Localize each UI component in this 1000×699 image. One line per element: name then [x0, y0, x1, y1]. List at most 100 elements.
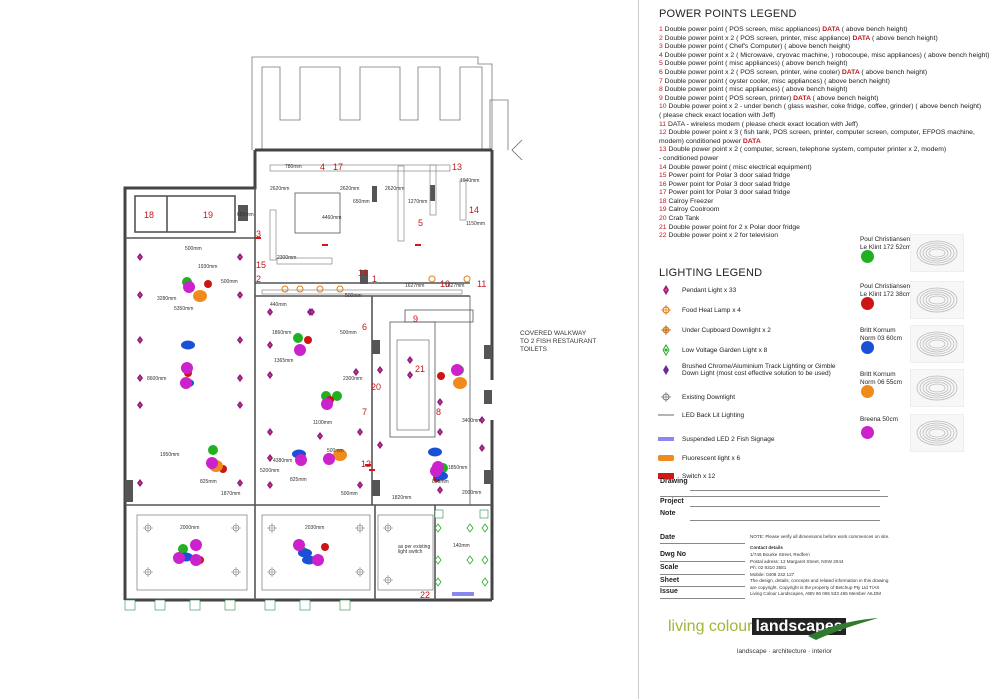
power-legend-item: 3 Double power point ( Chef's Computer) … [659, 43, 850, 51]
dimension-label: 8600mm [147, 376, 166, 382]
power-legend-item: 19 Calroy Coolroom [659, 206, 720, 214]
lamp-green [178, 544, 188, 554]
dimension-label: 1850mm [448, 465, 467, 471]
pendant-icon [267, 481, 273, 489]
track-light-icon [663, 365, 669, 375]
tv-signage-bar [452, 592, 474, 596]
contact-line: 1/746 Bourke Street, Redfern [750, 552, 810, 557]
dimension-label: 1100mm [313, 420, 332, 426]
switch-icon [658, 473, 674, 479]
pendant-icon [267, 454, 273, 462]
lighting-legend-item: Under Cupboard Downlight x 2 [658, 323, 771, 337]
lighting-legend-item: Low Voltage Garden Light x 8 [658, 343, 767, 357]
pendant-icon [237, 401, 243, 409]
tb-issue: Issue [660, 588, 678, 595]
power-point-number: 20 [371, 382, 381, 392]
garden-light-icon [662, 344, 670, 356]
lamp-red [204, 280, 212, 288]
lamp-magenta [321, 398, 333, 410]
lamp-green [332, 391, 342, 401]
pendant-icon [237, 253, 243, 261]
power-legend-item: 4 Double power point x 2 ( Microwave, cr… [659, 51, 990, 59]
dimension-label: 500mm [340, 330, 357, 336]
power-legend-item: 17 Power point for Polar 3 door salad fr… [659, 189, 791, 197]
lamp-blue [428, 447, 442, 457]
dimension-label: 500mm [185, 246, 202, 252]
pendant-icon [437, 486, 443, 494]
pendant-icon [407, 356, 413, 364]
dimension-label: 1870mm [221, 491, 240, 497]
power-point-number: 14 [469, 205, 479, 215]
lamp-magenta [293, 539, 305, 551]
downlight-icon [231, 567, 241, 577]
walkway-arrow [511, 139, 523, 161]
existing-building-outline [251, 56, 509, 150]
downlight-icon [143, 523, 153, 533]
dimension-label: 4460mm [322, 215, 341, 221]
dimension-label: 1365mm [274, 358, 293, 364]
lighting-legend-item: Brushed Chrome/Aluminium Track Lighting … [658, 363, 836, 377]
tb-date: Date [660, 534, 676, 541]
dimension-label: 1150mm [466, 221, 485, 227]
power-point-number: 19 [203, 210, 213, 220]
power-point-number: 8 [436, 407, 441, 417]
lamp-color-swatch [861, 341, 874, 354]
power-point-number: 18 [144, 210, 154, 220]
power-legend-item: 10 Double power point x 2 - under bench … [659, 103, 982, 111]
lighting-legend-item: Suspended LED 2 Fish Signage [658, 432, 775, 446]
lamp-magenta [183, 281, 195, 293]
lighting-legend-item: Existing Downlight [658, 390, 735, 404]
power-point-number: 10 [440, 279, 450, 289]
switch-icon [415, 244, 421, 246]
power-point-number: 15 [256, 260, 266, 270]
tb-dwg: Dwg No [660, 551, 687, 558]
dimension-label: 825mm [290, 477, 307, 483]
dimension-label: 1860mm [272, 330, 291, 336]
walkway-label: COVERED WALKWAY TO 2 FISH RESTAURANT TOI… [520, 330, 596, 353]
dimension-label: 1950mm [160, 452, 179, 458]
dimension-label: 3400mm [462, 418, 481, 424]
lamp-orange [193, 290, 207, 302]
power-point-number: 4 [320, 162, 325, 172]
power-legend-item: 14 Double power point ( misc electrical … [659, 163, 812, 171]
dimension-label: 2620mm [270, 186, 289, 192]
outer-walls [123, 148, 494, 602]
contact-line: Postal adress: 12 Margaret Street, NSW 2… [750, 558, 844, 564]
pendant-icon [267, 428, 273, 436]
pendant-icon [437, 398, 443, 406]
power-point-number: 22 [420, 590, 430, 600]
pendant-icon [479, 444, 485, 452]
switch-icon [369, 469, 375, 471]
power-legend-item: 18 Calroy Freezer [659, 197, 714, 205]
garden-light-icon [481, 555, 489, 565]
dimension-label: 5350mm [174, 306, 193, 312]
power-point-number: 21 [415, 364, 425, 374]
lamp-color-swatch [861, 426, 874, 439]
tb-contact-title: Contact details [750, 545, 783, 550]
dimension-label: 1627mm [405, 283, 424, 289]
tb-note-text: NOTE: Please verify all dimensions befor… [750, 534, 890, 539]
power-point-number: 2 [256, 274, 261, 284]
lighting-legend-item: Pendant Light x 33 [658, 283, 736, 297]
tb-sheet: Sheet [660, 577, 680, 584]
pendant-icon [437, 428, 443, 436]
power-legend-title: POWER POINTS LEGEND [659, 8, 797, 20]
dimension-label: 440mm [270, 302, 287, 308]
power-legend-item: 5 Double power point ( misc appliances) … [659, 60, 848, 68]
heat-lamp-icon [428, 275, 436, 283]
dimension-label: 1930mm [198, 264, 217, 270]
power-legend-item: 1 Double power point ( POS screen, misc … [659, 26, 908, 33]
lamp-magenta [295, 454, 307, 466]
pendant-icon [137, 253, 143, 261]
switch-icon [322, 244, 328, 246]
dimension-label: 780mm [285, 164, 302, 170]
lamp-orange [333, 449, 347, 461]
pendant-icon [377, 366, 383, 374]
power-legend-item: 8 Double power point ( misc appliances) … [659, 86, 848, 94]
pendant-icon [137, 291, 143, 299]
heat-lamp-icon [316, 285, 324, 293]
pendant-icon [137, 336, 143, 344]
dimension-label: 2030mm [305, 525, 324, 531]
dimension-label: 140mm [453, 543, 470, 549]
power-legend-item: - conditioned power [659, 154, 719, 162]
